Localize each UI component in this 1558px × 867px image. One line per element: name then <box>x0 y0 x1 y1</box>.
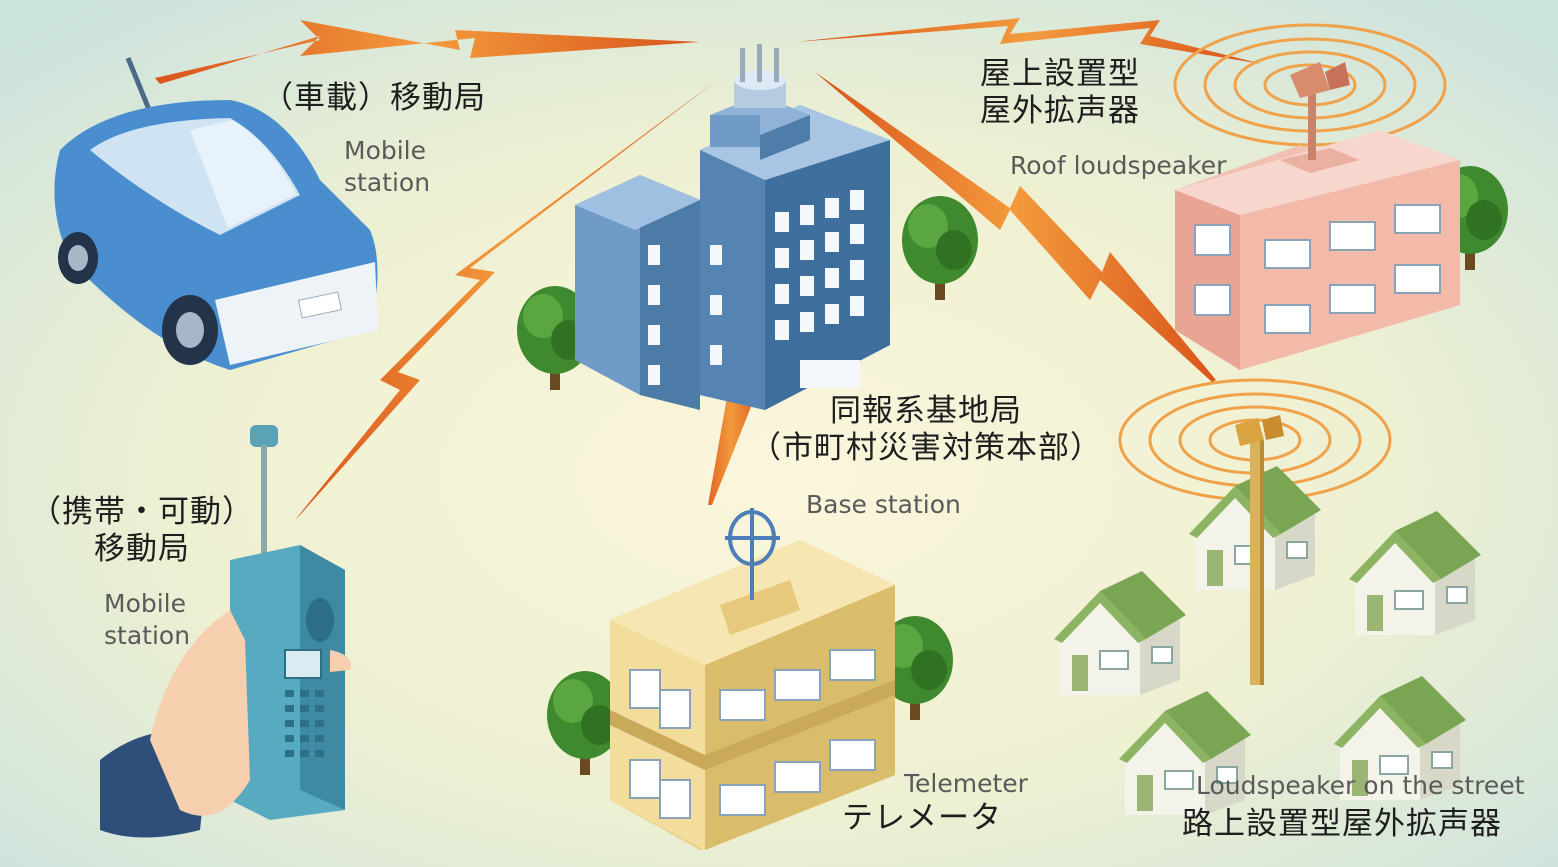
loudspeaker-icon <box>1235 415 1284 446</box>
signal-bolt-street <box>815 72 1216 382</box>
vehicle-station-label-en: Mobile station <box>344 136 431 197</box>
telemeter-label-ja: テレメータ <box>842 800 1002 836</box>
antenna-icon <box>725 508 780 600</box>
street-loudspeaker-area <box>1053 378 1482 816</box>
roof-loudspeaker-label-ja: 屋上設置型 屋外拡声器 <box>980 56 1140 129</box>
roof-loudspeaker-building <box>1173 23 1460 370</box>
base-station-label-en: Base station <box>806 490 961 519</box>
vehicle-station-label-ja: （車載）移動局 <box>262 80 486 116</box>
telemeter-building <box>610 508 895 850</box>
signal-bolt-roof <box>795 18 1262 64</box>
office-building-icon <box>575 44 890 410</box>
telemeter-label-en: Telemeter <box>904 769 1028 798</box>
street-loudspeaker-label-ja: 路上設置型屋外拡声器 <box>1182 806 1502 842</box>
roof-loudspeaker-label-en: Roof loudspeaker <box>1010 151 1227 180</box>
car-icon <box>54 57 378 370</box>
portable-station-label-ja: （携帯・可動） 移動局 <box>30 494 254 567</box>
base-station-label-ja: 同報系基地局 （市町村災害対策本部） <box>750 393 1102 466</box>
handheld-radio-icon <box>100 425 351 838</box>
signal-bolt-car <box>155 20 700 84</box>
street-loudspeaker-label-en: Loudspeaker on the street <box>1196 771 1525 800</box>
portable-station-label-en: Mobile station <box>104 589 191 650</box>
